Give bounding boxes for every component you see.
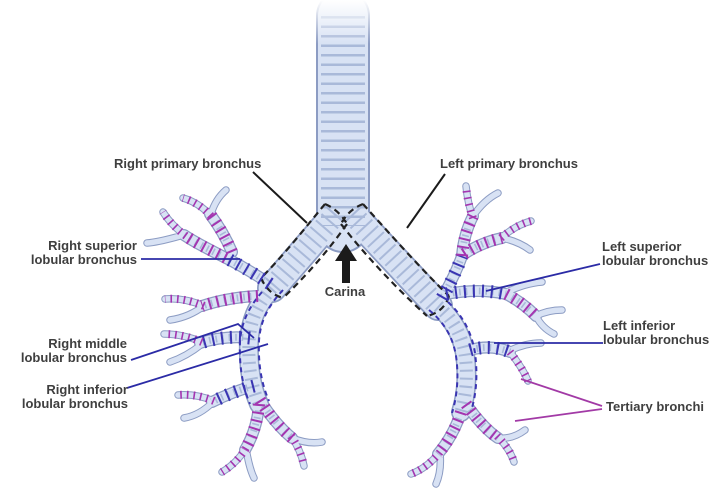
label-left-superior-lobular-bronchus: Left superior lobular bronchus: [602, 239, 709, 269]
label-left-inferior-lobular-bronchus: Left inferior lobular bronchus: [603, 318, 710, 348]
carina-arrow: [335, 244, 357, 283]
label-carina: Carina: [324, 284, 366, 299]
label-right-inferior-lobular-bronchus: Right inferior lobular bronchus: [21, 382, 128, 412]
lobular-dashed-rings-blue: [198, 251, 513, 408]
leader-tertiary: [514, 378, 603, 422]
leader-left-superior: [485, 263, 601, 292]
leader-lines: [126, 171, 603, 422]
trachea-top-fade: [306, 0, 380, 44]
tertiary-dashed-rings-purple: [180, 210, 541, 458]
leader-right-middle: [130, 322, 255, 361]
leader-right-inferior: [126, 343, 269, 389]
twig-dashed-rings-purple: [159, 185, 533, 478]
label-tertiary-bronchi: Tertiary bronchi: [606, 399, 705, 414]
leader-primary-bronchi: [252, 171, 446, 229]
label-right-primary-bronchus: Right primary bronchus: [114, 156, 262, 171]
primary-bronchi-dashed-outline: [259, 202, 451, 318]
cartilage-rings: [182, 16, 539, 457]
label-right-superior-lobular-bronchus: Right superior lobular bronchus: [30, 238, 137, 268]
label-left-primary-bronchus: Left primary bronchus: [440, 156, 578, 171]
dashed-demarcations: [159, 185, 541, 478]
label-right-middle-lobular-bronchus: Right middle lobular bronchus: [20, 336, 127, 366]
